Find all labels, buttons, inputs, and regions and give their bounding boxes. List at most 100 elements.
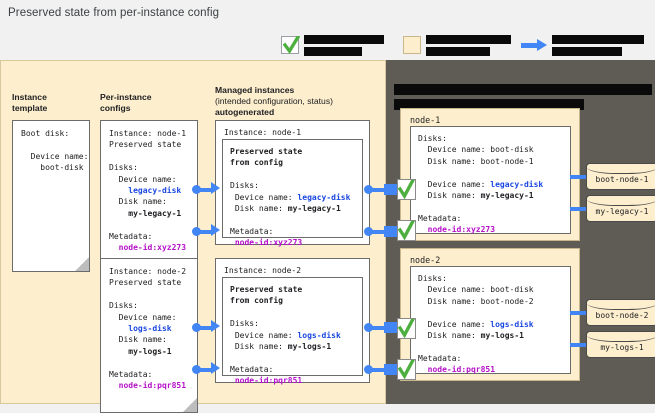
cream-box-swatch-icon <box>403 36 421 54</box>
mi1-metadata-label: Metadata: <box>230 226 274 236</box>
disk-line-node1-extra <box>570 207 588 211</box>
per-instance-config-box-2: Instance: node-2 Preserved state Disks: … <box>100 258 198 413</box>
managed-instance-inner-2: Preserved state from config Disks: Devic… <box>222 277 363 385</box>
pic2-disks-label: Disks: <box>109 301 138 311</box>
connector-line-8 <box>370 368 386 372</box>
disk-cylinder-my-legacy-1: my-legacy-1 <box>586 195 655 222</box>
n2-extra-device-value: logs-disk <box>490 319 534 329</box>
instance-template-text: Boot disk: Device name: boot-disk <box>21 129 89 173</box>
disk-line-node2-boot <box>570 311 588 315</box>
n2-extra-disk-label: Disk name: <box>418 331 481 341</box>
n2-extra-disk-value: my-logs-1 <box>480 331 524 341</box>
connector-line-6 <box>370 230 386 234</box>
legend-item-config-box <box>403 30 513 60</box>
n1-extra-disk-label: Disk name: <box>418 191 481 201</box>
connector-square-5 <box>384 184 397 195</box>
disk-label-my-logs-1: my-logs-1 <box>600 343 644 352</box>
pic2-header: Instance: node-2 Preserved state <box>109 267 187 288</box>
pic2-metadata-label: Metadata: <box>109 369 153 379</box>
node-2-title: node-2 <box>410 255 441 265</box>
connector-square-8 <box>384 364 397 375</box>
mi2-disk-name-label: Disk name: <box>230 342 288 352</box>
col-per-instance-line1: Per-instance <box>100 92 152 102</box>
n1-extra-disk-value: my-legacy-1 <box>480 191 534 201</box>
connector-square-6 <box>384 226 397 237</box>
mi2-preserved-state: Preserved state from config <box>230 285 303 306</box>
pic2-disk-name-label: Disk name: <box>109 335 167 345</box>
pic2-device-name-value: logs-disk <box>109 324 172 334</box>
mi1-metadata-value: node-id:xyz273 <box>230 238 303 248</box>
col-managed-line2: (intended configuration, status) <box>215 96 333 106</box>
n2-boot-device: Device name: boot-disk <box>418 285 534 295</box>
managed-instance-inner-1: Preserved state from config Disks: Devic… <box>222 139 363 247</box>
connector-dot-7 <box>364 323 373 332</box>
connector-arrowhead-1 <box>211 182 220 194</box>
column-heading-instance-template: Instance template <box>12 92 47 114</box>
instance-template-box: Boot disk: Device name: boot-disk <box>12 120 90 272</box>
checkmark-icon-node2-metadata <box>397 359 416 380</box>
connector-dot-6 <box>364 227 373 236</box>
mi2-metadata-label: Metadata: <box>230 364 274 374</box>
redacted-heading-line1 <box>394 84 652 95</box>
pic2-metadata-value: node-id:pqr851 <box>109 381 187 391</box>
pic2-device-name-label: Device name: <box>109 312 177 322</box>
connector-line-7 <box>370 326 386 330</box>
checkmark-icon-node2-disk <box>397 318 416 339</box>
column-heading-right-redacted <box>394 84 652 110</box>
checkmark-icon <box>281 36 300 55</box>
redacted-heading-line2 <box>394 99 584 110</box>
checkmark-icon-node1-disk <box>397 179 416 200</box>
n1-extra-device-label: Device name: <box>418 179 491 189</box>
connector-dot-1 <box>192 185 201 194</box>
col-instance-template-line2: template <box>12 103 48 113</box>
mi1-disk-name-value: my-legacy-1 <box>287 204 341 214</box>
pic1-disk-name-label: Disk name: <box>109 197 167 207</box>
connector-line-4 <box>198 368 212 372</box>
pic1-metadata-label: Metadata: <box>109 231 153 241</box>
mi2-disks-label: Disks: <box>230 319 259 329</box>
disk-label-my-legacy-1: my-legacy-1 <box>595 207 649 216</box>
n2-boot-disk: Disk name: boot-node-2 <box>418 296 534 306</box>
pic1-device-name-label: Device name: <box>109 174 177 184</box>
connector-dot-5 <box>364 185 373 194</box>
connector-line-5 <box>370 188 386 192</box>
node-1-title: node-1 <box>410 115 441 125</box>
connector-arrowhead-4 <box>211 362 220 374</box>
mi1-disk-name-label: Disk name: <box>230 204 288 214</box>
disk-label-boot-node-1: boot-node-1 <box>595 175 649 184</box>
disk-label-boot-node-2: boot-node-2 <box>595 311 649 320</box>
legend-item-arrow <box>521 30 651 60</box>
mi2-device-name-value: logs-disk <box>297 330 341 340</box>
connector-arrowhead-3 <box>211 320 220 332</box>
col-managed-line1: Managed instances <box>215 85 295 95</box>
page-title: Preserved state from per-instance config <box>8 7 220 19</box>
mi1-device-name-value: legacy-disk <box>297 192 351 202</box>
diagram-canvas: Instance template Per-instance configs M… <box>0 60 655 413</box>
col-managed-line3: autogenerated <box>215 107 275 117</box>
disk-line-node1-boot <box>570 175 588 179</box>
mi1-disks-label: Disks: <box>230 181 259 191</box>
n2-metadata-value: node-id:pqr851 <box>418 365 496 375</box>
n1-boot-device: Device name: boot-disk <box>418 145 534 155</box>
col-instance-template-line1: Instance <box>12 92 47 102</box>
connector-dot-2 <box>192 227 201 236</box>
connector-dot-8 <box>364 365 373 374</box>
mi2-title: Instance: node-2 <box>224 266 302 275</box>
node-2-details: Disks: Device name: boot-disk Disk name:… <box>410 266 571 374</box>
connector-line-2 <box>198 230 212 234</box>
connector-dot-3 <box>192 323 201 332</box>
n2-disks-label: Disks: <box>418 274 447 283</box>
connector-line-3 <box>198 326 212 330</box>
connector-dot-4 <box>192 365 201 374</box>
n2-metadata-label: Metadata: <box>418 353 462 363</box>
legend <box>0 30 655 60</box>
n1-boot-disk: Disk name: boot-node-1 <box>418 156 534 166</box>
column-heading-managed-instances: Managed instances (intended configuratio… <box>215 85 333 118</box>
n1-extra-device-value: legacy-disk <box>490 179 544 189</box>
mi1-preserved-state: Preserved state from config <box>230 147 303 168</box>
n2-extra-device-label: Device name: <box>418 319 491 329</box>
legend-item-checkmark <box>281 30 391 60</box>
n1-metadata-value: node-id:xyz273 <box>418 225 496 235</box>
n1-disks-label: Disks: <box>418 134 447 143</box>
n1-metadata-label: Metadata: <box>418 213 462 223</box>
